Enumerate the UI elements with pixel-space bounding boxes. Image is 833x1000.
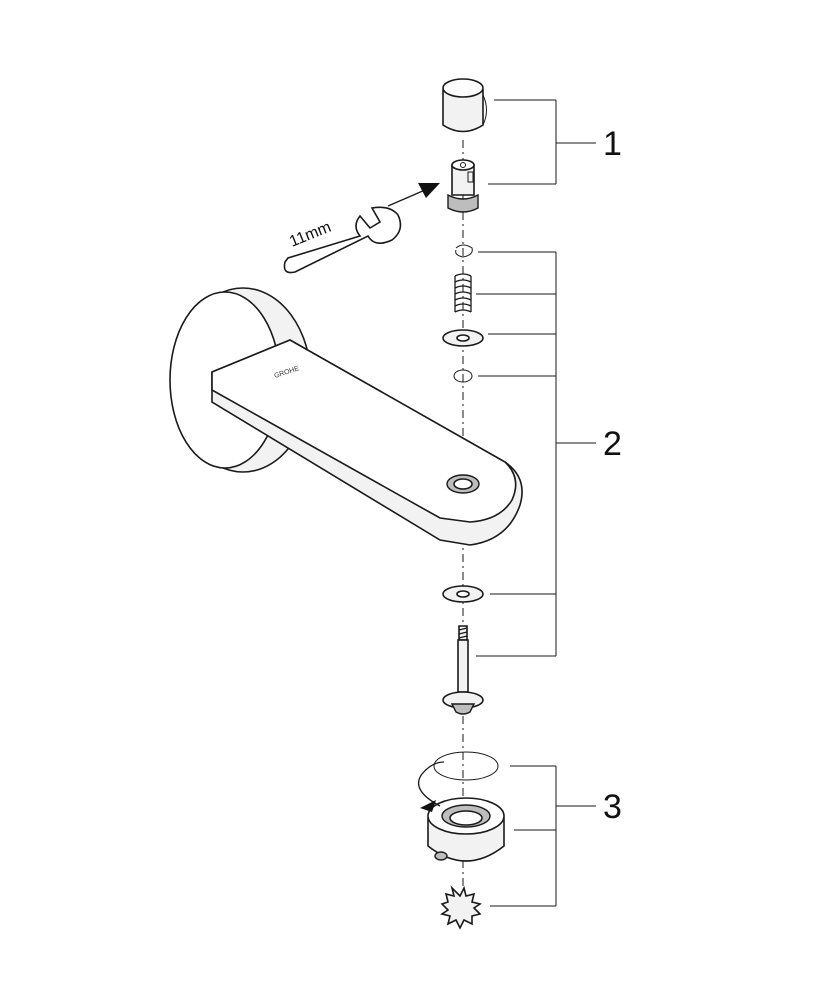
part-large-oring <box>433 751 499 781</box>
part-spring <box>454 273 472 313</box>
wrench-arrow <box>387 183 440 207</box>
callout-2: 2 <box>603 425 622 463</box>
part-diverter-cartridge <box>447 159 479 213</box>
callout-3: 3 <box>603 788 622 826</box>
part-washer-upper <box>442 329 484 347</box>
part-washer-lower <box>442 585 484 603</box>
rotation-arrow <box>417 761 445 812</box>
callout-bracket-1 <box>488 99 596 185</box>
spout-top-face <box>211 339 517 523</box>
spout-assembly: GROHE <box>169 287 523 546</box>
callout-bracket-3 <box>490 765 596 907</box>
part-star-insert <box>440 885 482 930</box>
part-aerator-housing <box>427 797 505 862</box>
wrench-11mm: 11mm <box>283 206 402 274</box>
callout-bracket-2 <box>476 251 596 657</box>
part-valve-stem <box>442 625 484 715</box>
part-oring-small <box>453 369 473 383</box>
part-cap <box>442 78 487 133</box>
callout-1: 1 <box>603 125 622 163</box>
part-clip <box>455 244 473 258</box>
